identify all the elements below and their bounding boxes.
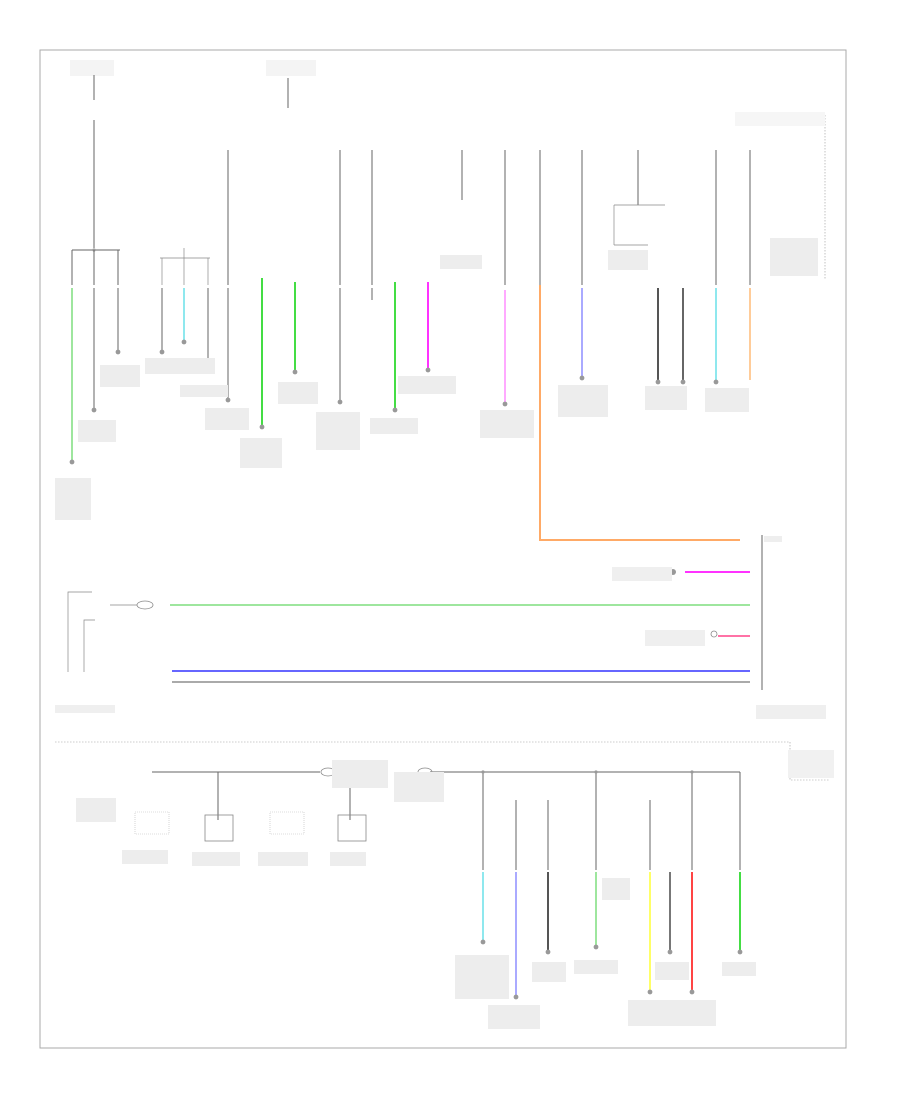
top-source-center [266, 60, 316, 108]
component-captions-top [55, 238, 818, 520]
middle-connector [55, 535, 826, 719]
component-captions-bottom [76, 760, 756, 1029]
top-right-caption [735, 112, 825, 126]
bottom-blobs [480, 939, 743, 1000]
junction-left [71, 248, 120, 285]
top-source-left [70, 60, 114, 248]
bottom-colored-wires [482, 872, 741, 995]
top-colored-wires [71, 278, 751, 541]
drop-wires [160, 150, 751, 285]
wire-orange-route [539, 285, 740, 541]
bottom-bus [134, 742, 834, 870]
diagram-frame [39, 49, 847, 1049]
